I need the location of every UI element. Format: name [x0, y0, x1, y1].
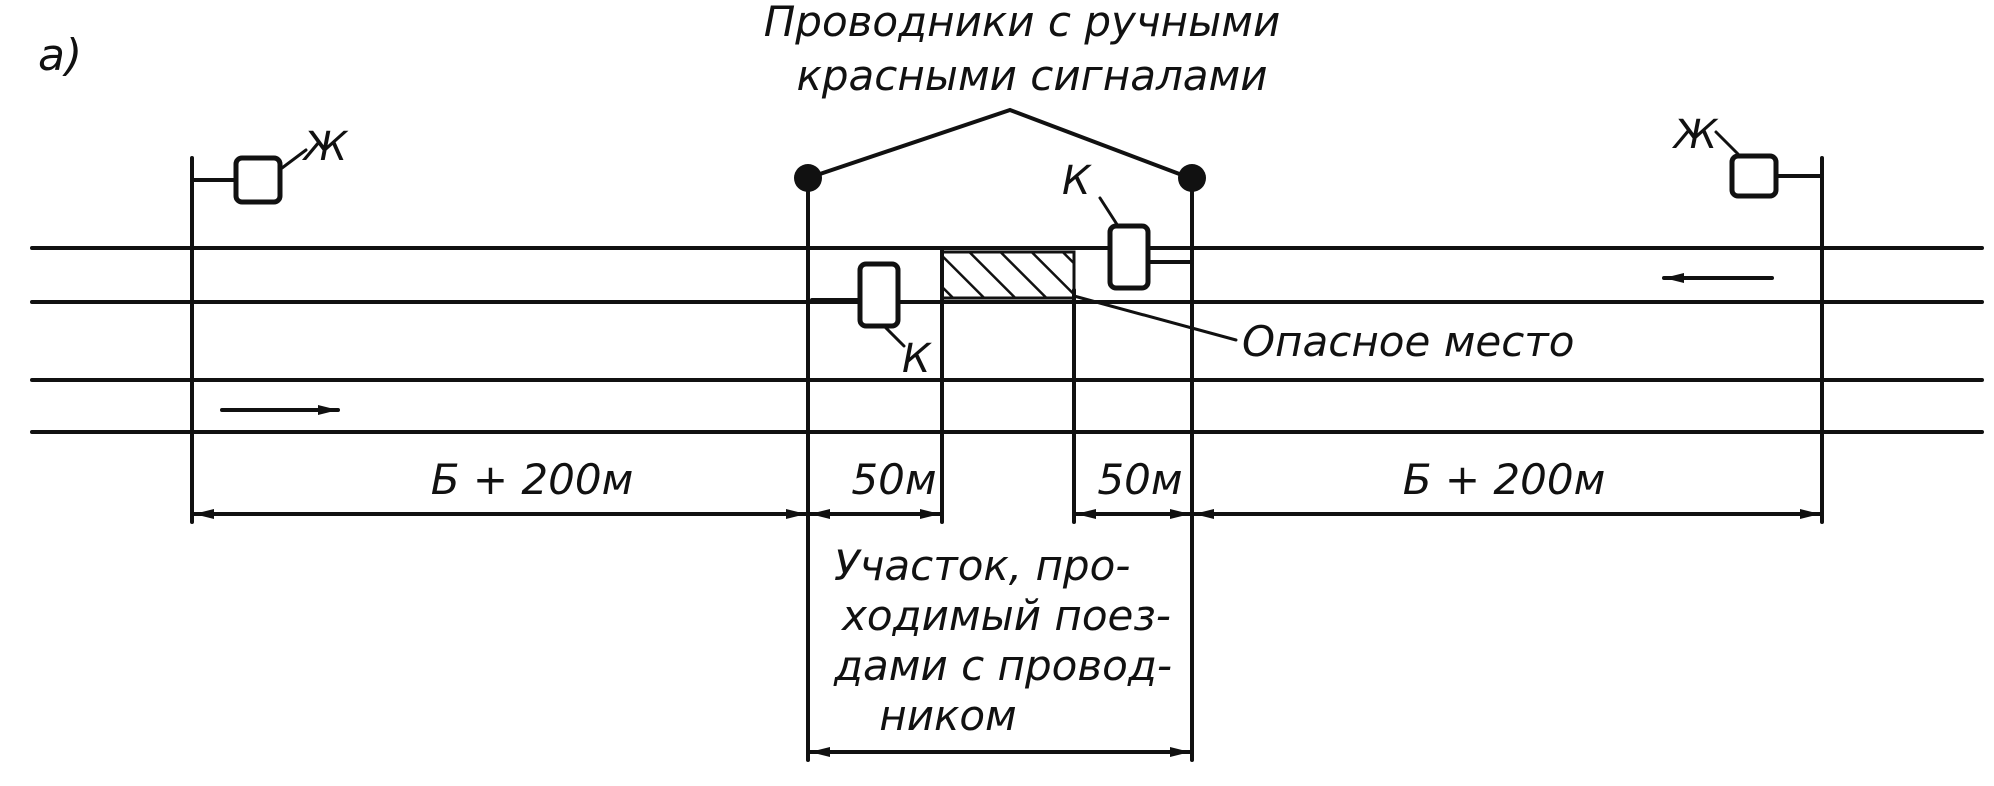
dimension-arrows — [192, 509, 1822, 757]
signal-right-box — [1729, 153, 1779, 199]
red-signal-left-pointer — [882, 324, 906, 348]
conductors-leader — [806, 107, 1192, 180]
danger-place-label: Опасное место — [1242, 317, 1574, 366]
red-signal-left-letter: К — [902, 336, 932, 382]
signal-left-box — [233, 155, 283, 205]
red-signal-right-pointer — [1098, 196, 1120, 228]
distance-inner-right-label: 50м — [1097, 455, 1182, 504]
distance-left-label: Б + 200м — [431, 455, 634, 504]
section-label-line2: ходимый поез- — [840, 591, 1171, 640]
signal-right-pointer — [1714, 130, 1740, 156]
section-label-line3: дами с провод- — [833, 641, 1172, 690]
conductors-title-line1: Проводники с ручными — [764, 0, 1281, 46]
danger-leader — [1072, 294, 1238, 342]
red-signal-right-letter: К — [1062, 158, 1092, 204]
danger-zone — [940, 250, 1076, 300]
section-label: Участок, про- ходимый поез- дами с прово… — [833, 541, 1172, 740]
yellow-signal-right: Ж — [1671, 112, 1824, 199]
section-label-line1: Участок, про- — [834, 541, 1130, 590]
red-signal-right-box — [1107, 223, 1151, 291]
signal-left-letter: Ж — [301, 124, 349, 170]
red-signal-left: К — [810, 261, 932, 382]
signal-right-letter: Ж — [1671, 112, 1719, 158]
figure-label: а) — [38, 30, 82, 81]
yellow-signal-left: Ж — [190, 124, 349, 205]
conductor-right-dot — [1178, 164, 1206, 192]
distance-inner-left-label: 50м — [851, 455, 936, 504]
conductor-left-dot — [794, 164, 822, 192]
signal-left-pointer — [280, 148, 308, 170]
conductors-title-line2: красными сигналами — [796, 51, 1267, 100]
section-label-line4: ником — [879, 691, 1017, 740]
distance-right-label: Б + 200м — [1403, 455, 1606, 504]
track-rails — [30, 246, 1984, 434]
red-signal-left-box — [857, 261, 901, 329]
red-signal-right: К — [1062, 158, 1194, 291]
